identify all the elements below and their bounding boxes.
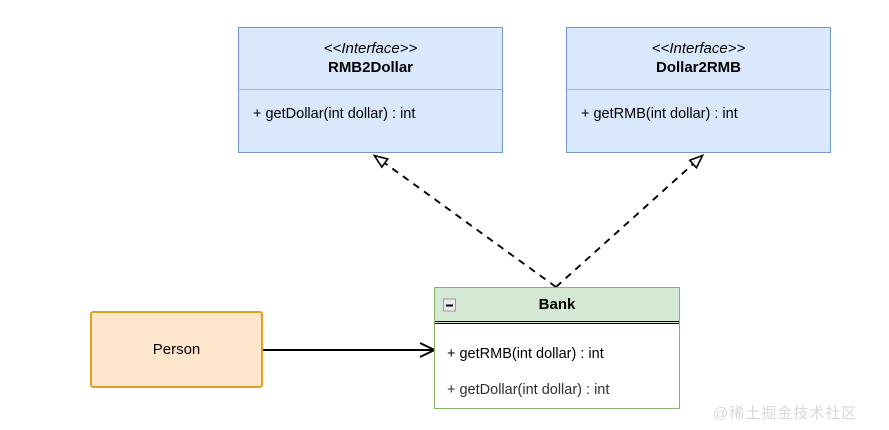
interface-header: <<Interface>> Dollar2RMB <box>567 28 830 90</box>
interface-members: + getDollar(int dollar) : int <box>239 90 502 124</box>
class-header: Bank <box>435 288 679 324</box>
stereotype-label: <<Interface>> <box>651 40 746 57</box>
edge-bank-realizes-rmb2dollar <box>375 156 557 288</box>
class-node-bank[interactable]: Bank + getRMB(int dollar) : int + getDol… <box>434 287 680 409</box>
stereotype-label: <<Interface>> <box>323 40 418 57</box>
member-row: + getDollar(int dollar) : int <box>447 382 610 398</box>
interface-header: <<Interface>> RMB2Dollar <box>239 28 502 90</box>
watermark-text: @稀土掘金技术社区 <box>713 405 858 422</box>
class-name: Person <box>152 341 201 358</box>
interface-members: + getRMB(int dollar) : int <box>567 90 830 124</box>
member-row: + getRMB(int dollar) : int <box>581 106 738 122</box>
member-row: + getDollar(int dollar) : int <box>253 106 416 122</box>
interface-node-dollar2rmb[interactable]: <<Interface>> Dollar2RMB + getRMB(int do… <box>566 27 831 153</box>
class-node-person[interactable]: Person <box>90 311 263 388</box>
class-members: + getRMB(int dollar) : int + getDollar(i… <box>435 324 679 408</box>
member-row: + getRMB(int dollar) : int <box>447 346 604 362</box>
edge-bank-realizes-dollar2rmb <box>555 156 702 288</box>
class-name: Bank <box>538 296 576 313</box>
interface-name: RMB2Dollar <box>327 59 413 76</box>
interface-name: Dollar2RMB <box>655 59 741 76</box>
interface-node-rmb2dollar[interactable]: <<Interface>> RMB2Dollar + getDollar(int… <box>238 27 503 153</box>
minus-box-icon[interactable] <box>443 298 456 311</box>
